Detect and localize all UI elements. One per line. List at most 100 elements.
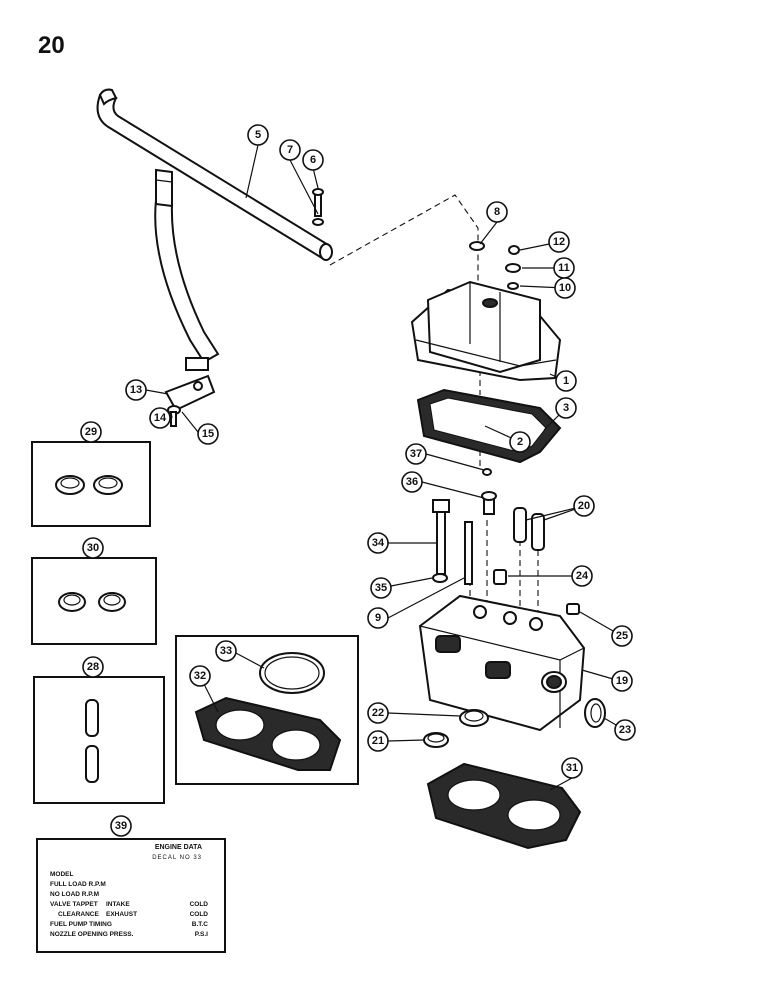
kit-box-32-33	[175, 635, 359, 785]
callout-c39: 39	[110, 815, 132, 837]
callout-c34: 34	[367, 532, 389, 554]
svg-text:15: 15	[202, 428, 214, 440]
decal-rows: MODEL FULL LOAD R.P.M NO LOAD R.P.M VALV…	[50, 870, 214, 940]
flange-plate-13	[164, 374, 216, 427]
valve-cover-gasket	[416, 388, 562, 464]
callout-c35: 35	[370, 577, 392, 599]
decal-title: ENGINE DATA	[154, 844, 202, 851]
breather-tube	[96, 88, 333, 371]
callout-c25: 25	[611, 625, 633, 647]
washer-8-part	[469, 241, 485, 251]
head-gasket-31	[426, 762, 582, 850]
svg-text:20: 20	[578, 500, 590, 512]
cylinder-head	[418, 594, 586, 732]
valve-guide-20a	[513, 507, 527, 543]
callout-c6: 6	[302, 149, 324, 171]
svg-text:22: 22	[372, 707, 384, 719]
bolt-6-part	[312, 188, 324, 226]
callout-c28: 28	[82, 656, 104, 678]
svg-text:5: 5	[255, 129, 261, 141]
svg-text:39: 39	[115, 820, 127, 832]
callout-c14: 14	[149, 407, 171, 429]
callout-c20: 20	[573, 495, 595, 517]
callout-c29: 29	[80, 421, 102, 443]
svg-text:29: 29	[85, 426, 97, 438]
valve-cover	[410, 280, 562, 382]
svg-text:13: 13	[130, 384, 142, 396]
svg-text:28: 28	[87, 661, 99, 673]
svg-text:24: 24	[576, 570, 589, 582]
svg-text:35: 35	[375, 582, 387, 594]
callout-c3: 3	[555, 397, 577, 419]
decal-row: NO LOAD R.P.M	[50, 891, 99, 898]
plug-25-part	[566, 603, 580, 615]
page-number: 20	[38, 32, 65, 59]
nut-37-part	[482, 468, 492, 476]
valve-guide-20b	[531, 513, 545, 551]
svg-text:21: 21	[372, 735, 384, 747]
svg-text:8: 8	[494, 206, 500, 218]
svg-text:14: 14	[154, 412, 167, 424]
decal-row: NOZZLE OPENING PRESS.P.S.I	[50, 931, 208, 938]
callout-c8: 8	[486, 201, 508, 223]
engine-data-decal: ENGINE DATA DECAL NO 33 MODEL FULL LOAD …	[36, 838, 226, 953]
callout-c7: 7	[279, 139, 301, 161]
svg-text:1: 1	[563, 375, 569, 387]
callout-c10: 10	[554, 277, 576, 299]
kit-box-29	[31, 441, 151, 527]
svg-text:7: 7	[287, 144, 293, 156]
svg-text:12: 12	[553, 236, 565, 248]
svg-text:2: 2	[517, 436, 523, 448]
valve-seat-21	[423, 732, 449, 748]
washer-35-part	[432, 573, 448, 583]
callout-c22: 22	[367, 702, 389, 724]
callout-c31: 31	[561, 757, 583, 779]
stud-9-part	[464, 521, 473, 585]
callout-c12: 12	[548, 231, 570, 253]
callout-c5: 5	[247, 124, 269, 146]
callout-c9: 9	[367, 607, 389, 629]
decal-number: DECAL NO 33	[152, 855, 202, 861]
callout-c33: 33	[215, 640, 237, 662]
svg-text:3: 3	[563, 402, 569, 414]
svg-text:36: 36	[406, 476, 418, 488]
callout-c21: 21	[367, 730, 389, 752]
callout-c1: 1	[555, 370, 577, 392]
bolt-34-part	[432, 499, 450, 575]
svg-text:31: 31	[566, 762, 578, 774]
seal-23	[584, 698, 606, 728]
svg-text:34: 34	[372, 537, 385, 549]
kit-box-30	[31, 557, 157, 645]
callout-c36: 36	[401, 471, 423, 493]
svg-text:32: 32	[194, 670, 206, 682]
kit-box-28	[33, 676, 165, 804]
callout-c30: 30	[82, 537, 104, 559]
callout-c37: 37	[405, 443, 427, 465]
svg-text:30: 30	[87, 542, 99, 554]
callout-c32: 32	[189, 665, 211, 687]
callout-c11: 11	[553, 257, 575, 279]
svg-text:9: 9	[375, 612, 381, 624]
svg-text:10: 10	[559, 282, 571, 294]
insert-24-part	[493, 569, 507, 585]
seal-10-part	[507, 282, 519, 290]
callout-c24: 24	[571, 565, 593, 587]
callout-c19: 19	[611, 670, 633, 692]
svg-text:23: 23	[619, 724, 631, 736]
svg-text:19: 19	[616, 675, 628, 687]
svg-text:6: 6	[310, 154, 316, 166]
callout-c23: 23	[614, 719, 636, 741]
decal-row: MODEL	[50, 871, 74, 878]
svg-text:11: 11	[558, 262, 570, 274]
nut-12-part	[508, 245, 520, 255]
washer-11-part	[505, 263, 521, 273]
callout-c2: 2	[509, 431, 531, 453]
callout-c13: 13	[125, 379, 147, 401]
svg-text:25: 25	[616, 630, 628, 642]
svg-text:37: 37	[410, 448, 422, 460]
